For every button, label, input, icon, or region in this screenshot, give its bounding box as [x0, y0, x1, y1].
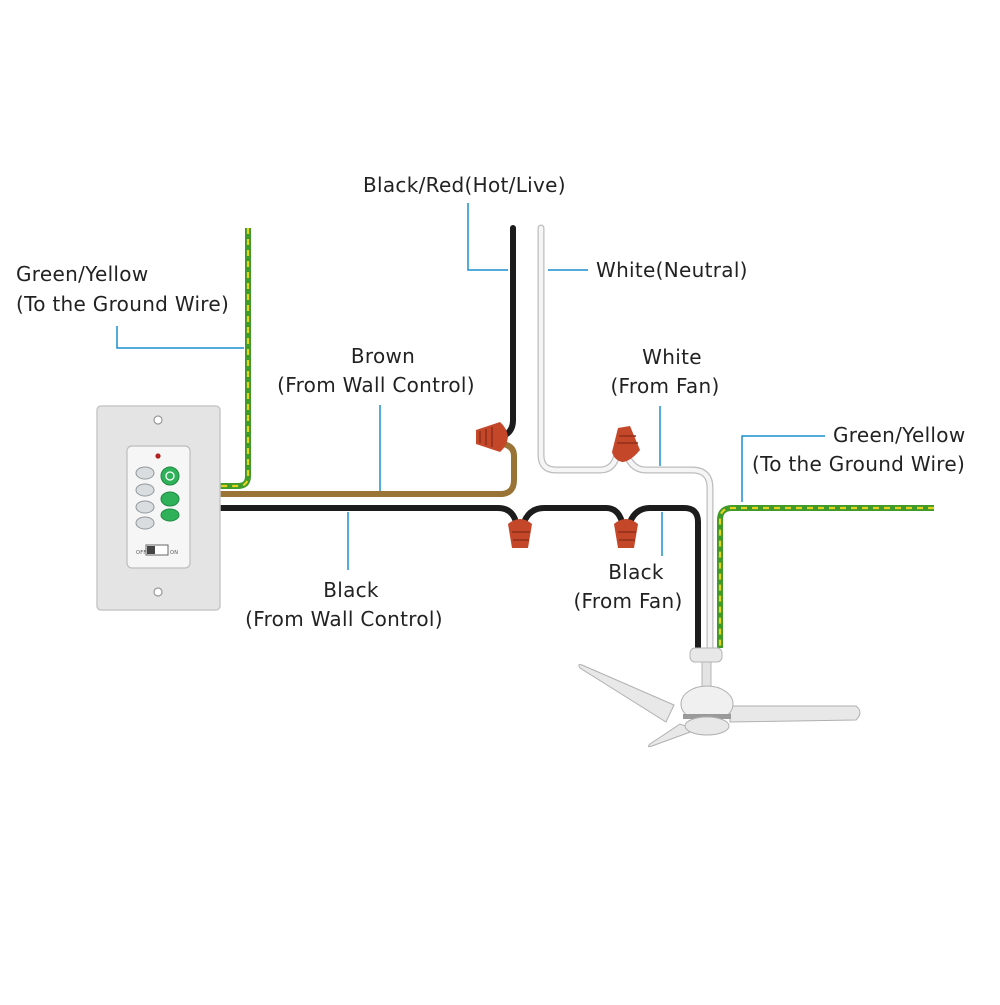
leader-hot-live — [467, 203, 508, 271]
leader-lines — [116, 203, 825, 570]
light-up-button[interactable] — [160, 491, 180, 507]
fan-speed-button[interactable] — [135, 466, 155, 480]
light-down-button[interactable] — [160, 508, 180, 522]
label-black-fan-line1: Black — [608, 560, 664, 584]
wire-nut-hot — [476, 422, 508, 452]
label-black-wall-line1: Black — [323, 578, 379, 602]
black-wire-wall-control — [220, 505, 519, 523]
label-brown-line1: Brown — [351, 344, 415, 368]
leader-ground-right — [741, 435, 825, 502]
label-brown-line2: (From Wall Control) — [277, 373, 475, 397]
hot-live-wire — [500, 225, 516, 439]
black-wire-fan — [627, 505, 701, 648]
power-icon — [165, 471, 175, 481]
ground-wire-right — [717, 505, 934, 648]
fan-downrod — [701, 661, 712, 689]
switch-on-label: ON — [170, 550, 178, 556]
white-wire-fan — [624, 456, 714, 648]
label-ground-left-line2: (To the Ground Wire) — [16, 292, 229, 316]
switch-off-label: OFF — [136, 550, 147, 556]
label-ground-left-line1: Green/Yellow — [16, 262, 148, 286]
neutral-white-wire — [537, 224, 620, 474]
wire-nut-black-right — [614, 519, 638, 548]
label-black-fan-line2: (From Fan) — [573, 589, 682, 613]
reverse-button[interactable] — [135, 483, 155, 497]
label-black-wall-line2: (From Wall Control) — [245, 607, 443, 631]
fan-blade-right — [729, 705, 861, 723]
slide-switch[interactable] — [145, 544, 169, 556]
wire-nut-black-left — [508, 519, 532, 548]
wire-nut-neutral — [612, 426, 640, 462]
plate-screw-bottom — [153, 587, 163, 597]
fan-light-kit — [684, 716, 730, 736]
leader-ground-left — [116, 326, 244, 349]
power-button[interactable] — [160, 466, 180, 486]
slide-switch-knob[interactable] — [147, 546, 155, 554]
fan-off-button[interactable] — [135, 516, 155, 530]
black-jumper-wire — [521, 505, 625, 524]
timer-button[interactable] — [135, 500, 155, 514]
ground-wire-left — [220, 228, 251, 489]
brown-wire — [220, 441, 517, 497]
ceiling-fan — [578, 647, 861, 748]
wall-control: OFF ON — [96, 405, 221, 611]
fan-canopy — [689, 647, 723, 663]
label-white-neutral: White(Neutral) — [596, 258, 748, 282]
status-led — [155, 453, 161, 459]
fan-blade-left — [578, 663, 675, 723]
label-ground-right-line1: Green/Yellow — [833, 423, 965, 447]
label-white-fan-line2: (From Fan) — [610, 374, 719, 398]
plate-screw-top — [153, 415, 163, 425]
fan-blade-front — [647, 723, 698, 748]
label-ground-right-line2: (To the Ground Wire) — [752, 452, 965, 476]
label-hot-live: Black/Red(Hot/Live) — [363, 173, 566, 197]
label-white-fan-line1: White — [642, 345, 702, 369]
